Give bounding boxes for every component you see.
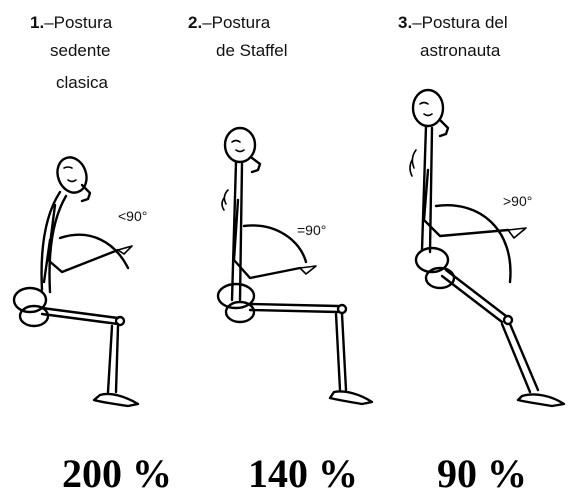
posture-3-percentage: 90 % bbox=[437, 452, 527, 496]
posture-2-angle-label: =90° bbox=[297, 222, 326, 238]
posture-2-percentage: 140 % bbox=[248, 452, 358, 496]
posture-1-angle-label: <90° bbox=[118, 208, 147, 224]
figure-2-staffel bbox=[218, 128, 372, 404]
posture-illustrations bbox=[0, 0, 568, 440]
figure-1-seated-classic bbox=[14, 153, 138, 406]
figure-3-astronaut bbox=[410, 90, 564, 406]
posture-1-percentage: 200 % bbox=[62, 452, 172, 496]
posture-3-angle-label: >90° bbox=[503, 193, 532, 209]
